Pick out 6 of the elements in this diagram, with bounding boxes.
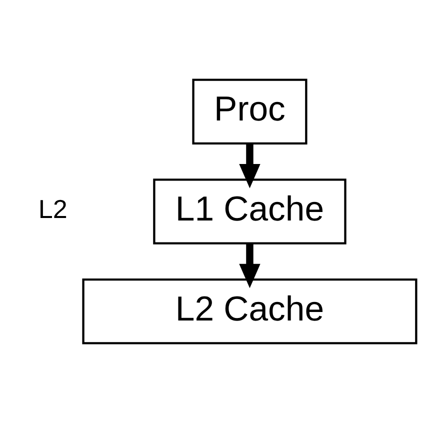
label: L2 xyxy=(38,194,68,224)
arrow xyxy=(239,244,260,288)
node-box: L1 Cache xyxy=(153,178,346,244)
node-box: L2 Cache xyxy=(82,278,418,344)
arrow xyxy=(239,144,260,188)
node-box: Proc xyxy=(192,78,308,145)
